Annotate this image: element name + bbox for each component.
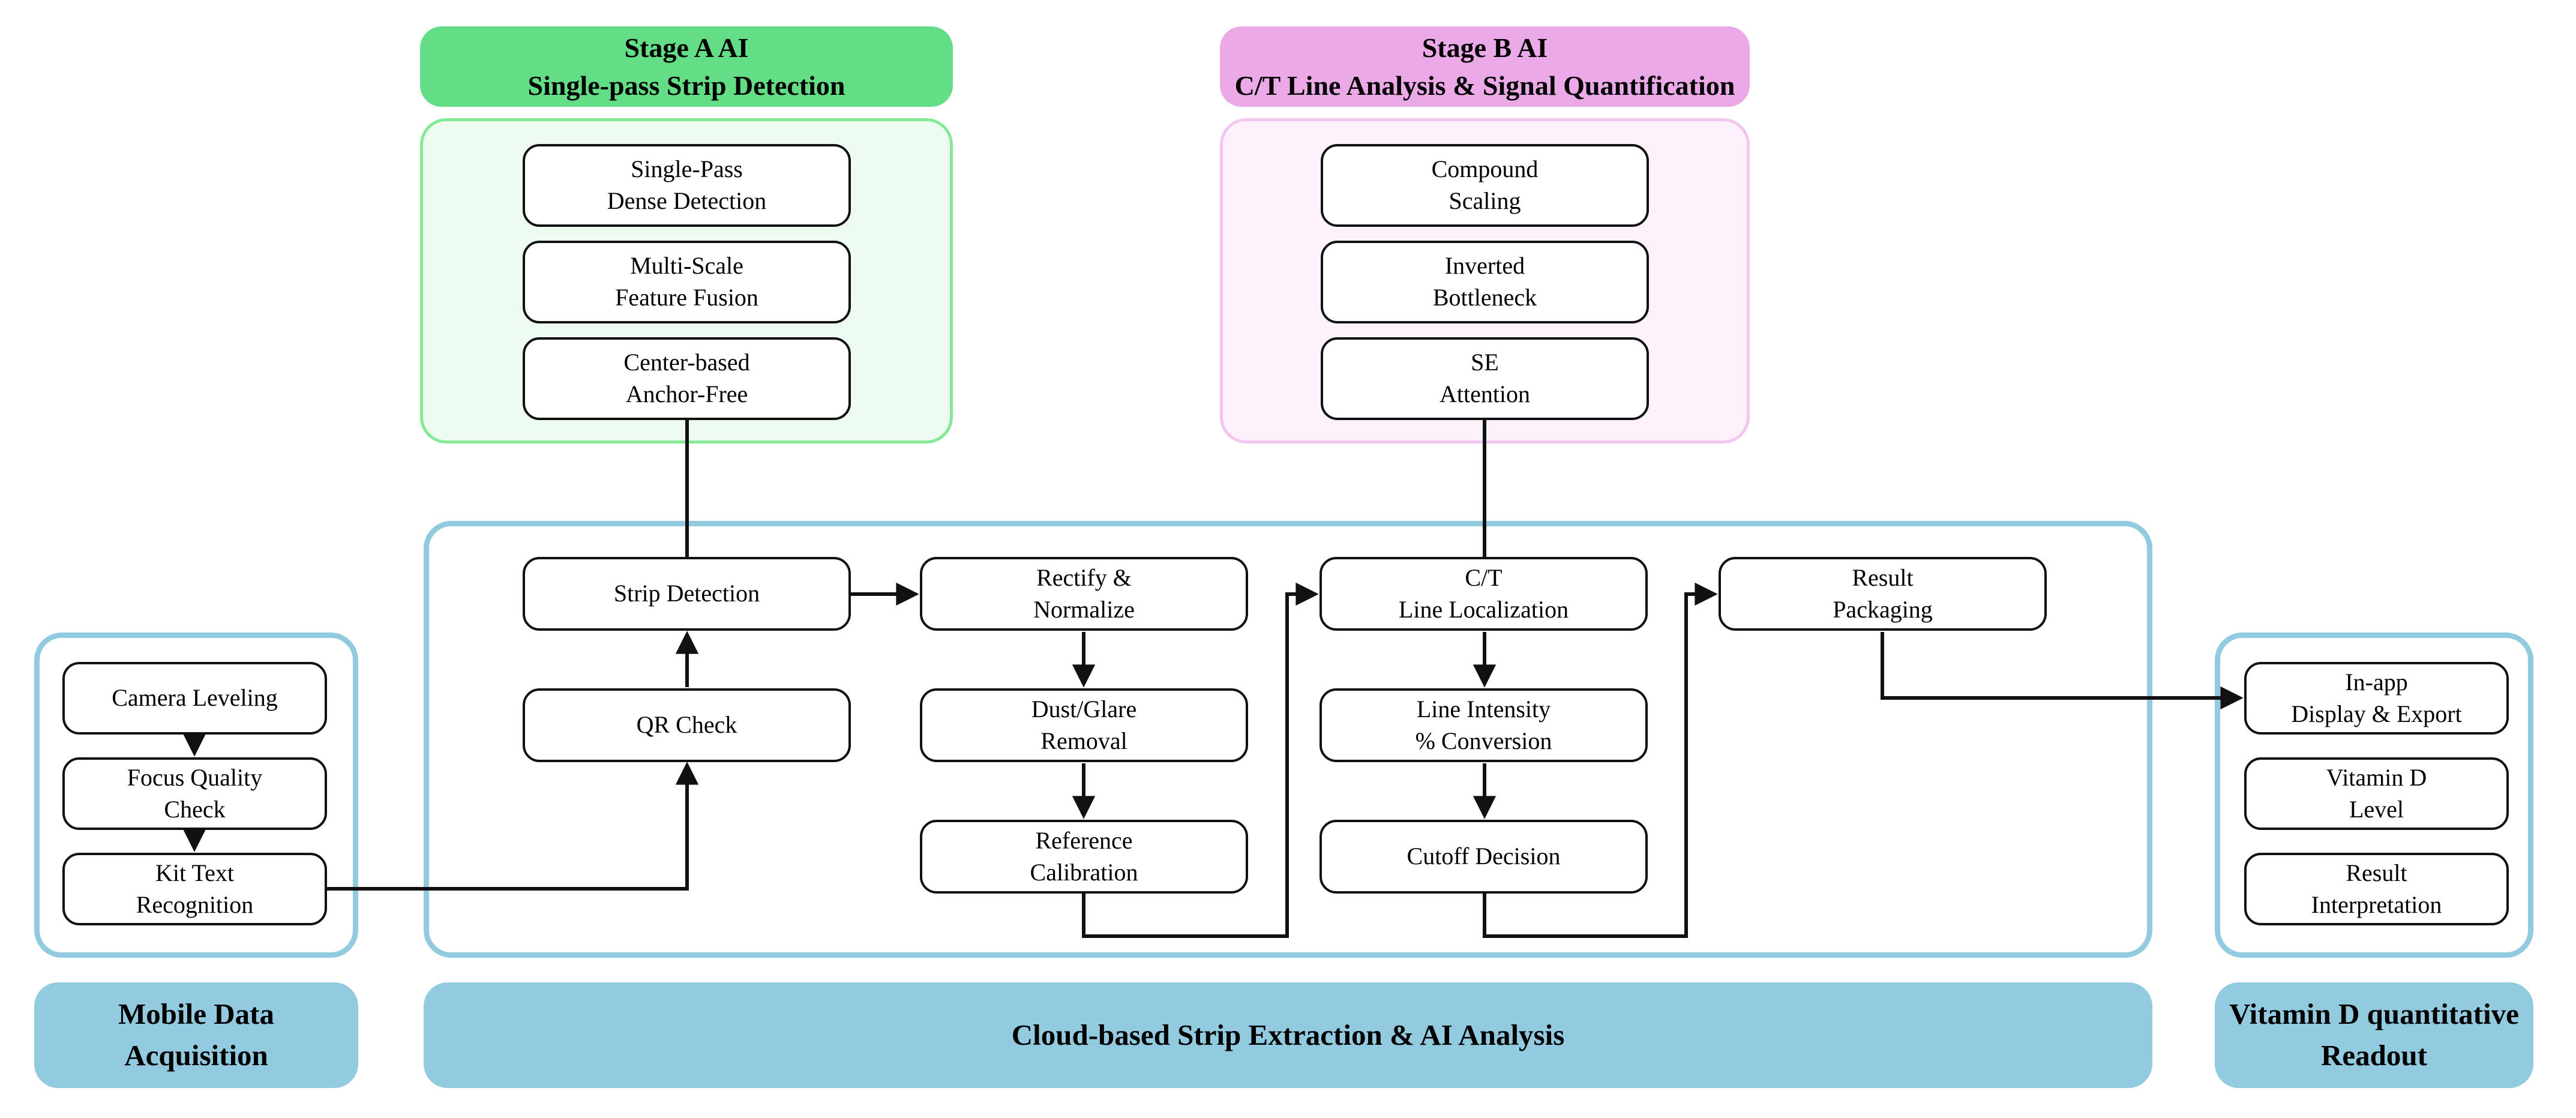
stage-a-title-line1: Stage A AI: [624, 32, 749, 63]
node-vitamin-d-level: Vitamin D Level: [2244, 757, 2509, 830]
node-strip-detection: Strip Detection: [523, 557, 851, 631]
node-label: Result: [1852, 564, 1914, 591]
node-label: Dust/Glare: [1031, 695, 1137, 723]
node-ct-line-localization: C/T Line Localization: [1320, 557, 1648, 631]
stage-b-header: Stage B AI C/T Line Analysis & Signal Qu…: [1220, 26, 1750, 107]
node-label: SE: [1471, 349, 1499, 376]
node-reference-calibration: Reference Calibration: [920, 820, 1248, 894]
node-rectify-normalize: Rectify & Normalize: [920, 557, 1248, 631]
node-inverted-bottleneck: Inverted Bottleneck: [1321, 241, 1649, 323]
node-line-intensity-conversion: Line Intensity % Conversion: [1320, 688, 1648, 762]
bar-cloud-analysis: Cloud-based Strip Extraction & AI Analys…: [424, 982, 2152, 1088]
stage-a-title-line2: Single-pass Strip Detection: [527, 70, 845, 101]
node-label: Level: [2349, 795, 2404, 823]
stage-b-title-line2: C/T Line Analysis & Signal Quantificatio…: [1234, 70, 1735, 101]
node-dust-glare-removal: Dust/Glare Removal: [920, 688, 1248, 762]
arrow-reference-to-ct-localization: [1082, 582, 1319, 938]
node-label: Attention: [1439, 380, 1531, 407]
node-cutoff-decision: Cutoff Decision: [1320, 820, 1648, 894]
node-label: Rectify &: [1036, 564, 1132, 591]
node-label: Removal: [1040, 727, 1127, 754]
bar-mobile-data-acquisition: Mobile Data Acquisition: [34, 982, 358, 1088]
node-label: Packaging: [1833, 595, 1933, 623]
node-label: Kit Text: [155, 859, 234, 886]
bar-label: Acquisition: [124, 1039, 268, 1072]
node-result-packaging: Result Packaging: [1719, 557, 2047, 631]
node-label: Scaling: [1449, 187, 1521, 214]
node-label: Single-Pass: [631, 155, 743, 183]
node-label: Line Localization: [1398, 595, 1569, 623]
node-label: Bottleneck: [1432, 284, 1537, 311]
node-label: Feature Fusion: [615, 284, 758, 311]
node-label: Inverted: [1444, 252, 1525, 280]
node-label: Camera Leveling: [112, 684, 278, 712]
node-label: Vitamin D: [2326, 763, 2427, 791]
arrow-cutoff-to-packaging: [1483, 582, 1718, 938]
stage-a-header: Stage A AI Single-pass Strip Detection: [420, 26, 953, 107]
node-label: Calibration: [1030, 858, 1138, 886]
node-label: Check: [164, 795, 226, 823]
node-label: Result: [2346, 859, 2407, 886]
node-label: Line Intensity: [1416, 695, 1551, 723]
node-label: Compound: [1431, 155, 1539, 183]
node-label: Multi-Scale: [630, 252, 743, 280]
node-qr-check: QR Check: [523, 688, 851, 762]
node-label: Anchor-Free: [625, 380, 748, 407]
bar-label: Vitamin D quantitative: [2229, 997, 2519, 1031]
node-focus-quality-check: Focus Quality Check: [62, 757, 327, 830]
node-label: C/T: [1465, 564, 1503, 591]
node-label: QR Check: [636, 711, 737, 739]
node-kit-text-recognition: Kit Text Recognition: [62, 853, 327, 925]
bar-label: Cloud-based Strip Extraction & AI Analys…: [1011, 1018, 1565, 1051]
node-center-based-anchor-free: Center-based Anchor-Free: [523, 337, 851, 420]
node-label: Display & Export: [2291, 700, 2462, 727]
bar-vitamin-d-readout: Vitamin D quantitative Readout: [2215, 982, 2533, 1088]
node-label: Strip Detection: [613, 580, 760, 607]
node-label: In-app: [2345, 668, 2408, 696]
node-label: Dense Detection: [607, 187, 767, 214]
node-multi-scale-feature-fusion: Multi-Scale Feature Fusion: [523, 241, 851, 323]
node-label: Center-based: [623, 349, 750, 376]
node-result-interpretation: Result Interpretation: [2244, 853, 2509, 925]
node-label: Reference: [1035, 826, 1133, 854]
node-label: Recognition: [136, 891, 254, 918]
bar-label: Readout: [2321, 1039, 2427, 1072]
node-label: Interpretation: [2311, 891, 2442, 918]
stage-b-title-line1: Stage B AI: [1422, 32, 1548, 63]
arrow-packaging-to-inapp: [1881, 632, 2244, 710]
bar-label: Mobile Data: [118, 997, 274, 1031]
node-label: % Conversion: [1415, 727, 1552, 754]
node-label: Cutoff Decision: [1407, 843, 1561, 870]
node-label: Focus Quality: [127, 763, 263, 791]
node-label: Normalize: [1033, 595, 1135, 623]
node-se-attention: SE Attention: [1321, 337, 1649, 420]
node-inapp-display-export: In-app Display & Export: [2244, 662, 2509, 735]
node-single-pass-dense-detection: Single-Pass Dense Detection: [523, 144, 851, 227]
node-compound-scaling: Compound Scaling: [1321, 144, 1649, 227]
node-camera-leveling: Camera Leveling: [62, 662, 327, 735]
arrow-kit-text-to-qr-check: [327, 762, 699, 891]
